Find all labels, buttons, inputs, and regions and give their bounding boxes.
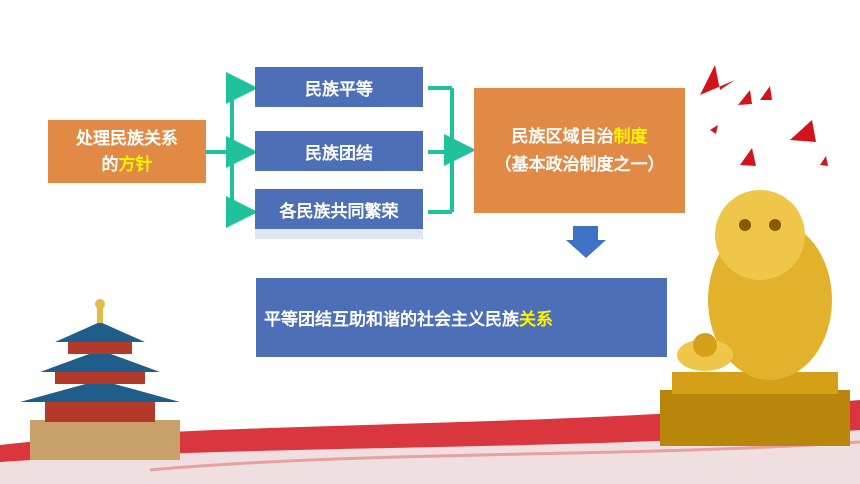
system-line1-highlight: 制度 xyxy=(613,126,648,147)
policy-line1: 处理民族关系 xyxy=(76,128,178,149)
principle-reflection xyxy=(255,229,423,239)
relationship-prefix: 平等团结互助和谐的社会主义民族 xyxy=(264,310,519,330)
policy-line2-highlight: 方针 xyxy=(118,154,153,175)
system-line2: （基本政治制度之一） xyxy=(494,154,665,175)
policy-line2-prefix: 的 xyxy=(101,154,119,175)
principle-unity: 民族团结 xyxy=(255,131,423,171)
system-line1-prefix: 民族区域自治 xyxy=(511,126,614,147)
principle-common-prosperity: 各民族共同繁荣 xyxy=(255,189,423,229)
relationship-box: 平等团结互助和谐的社会主义民族关系 xyxy=(256,278,667,357)
regional-autonomy-box: 民族区域自治制度 （基本政治制度之一） xyxy=(474,88,685,213)
relationship-highlight: 关系 xyxy=(519,310,553,330)
principle-equality: 民族平等 xyxy=(255,67,423,107)
down-arrow xyxy=(566,226,606,258)
policy-box: 处理民族关系 的方针 xyxy=(48,120,206,183)
